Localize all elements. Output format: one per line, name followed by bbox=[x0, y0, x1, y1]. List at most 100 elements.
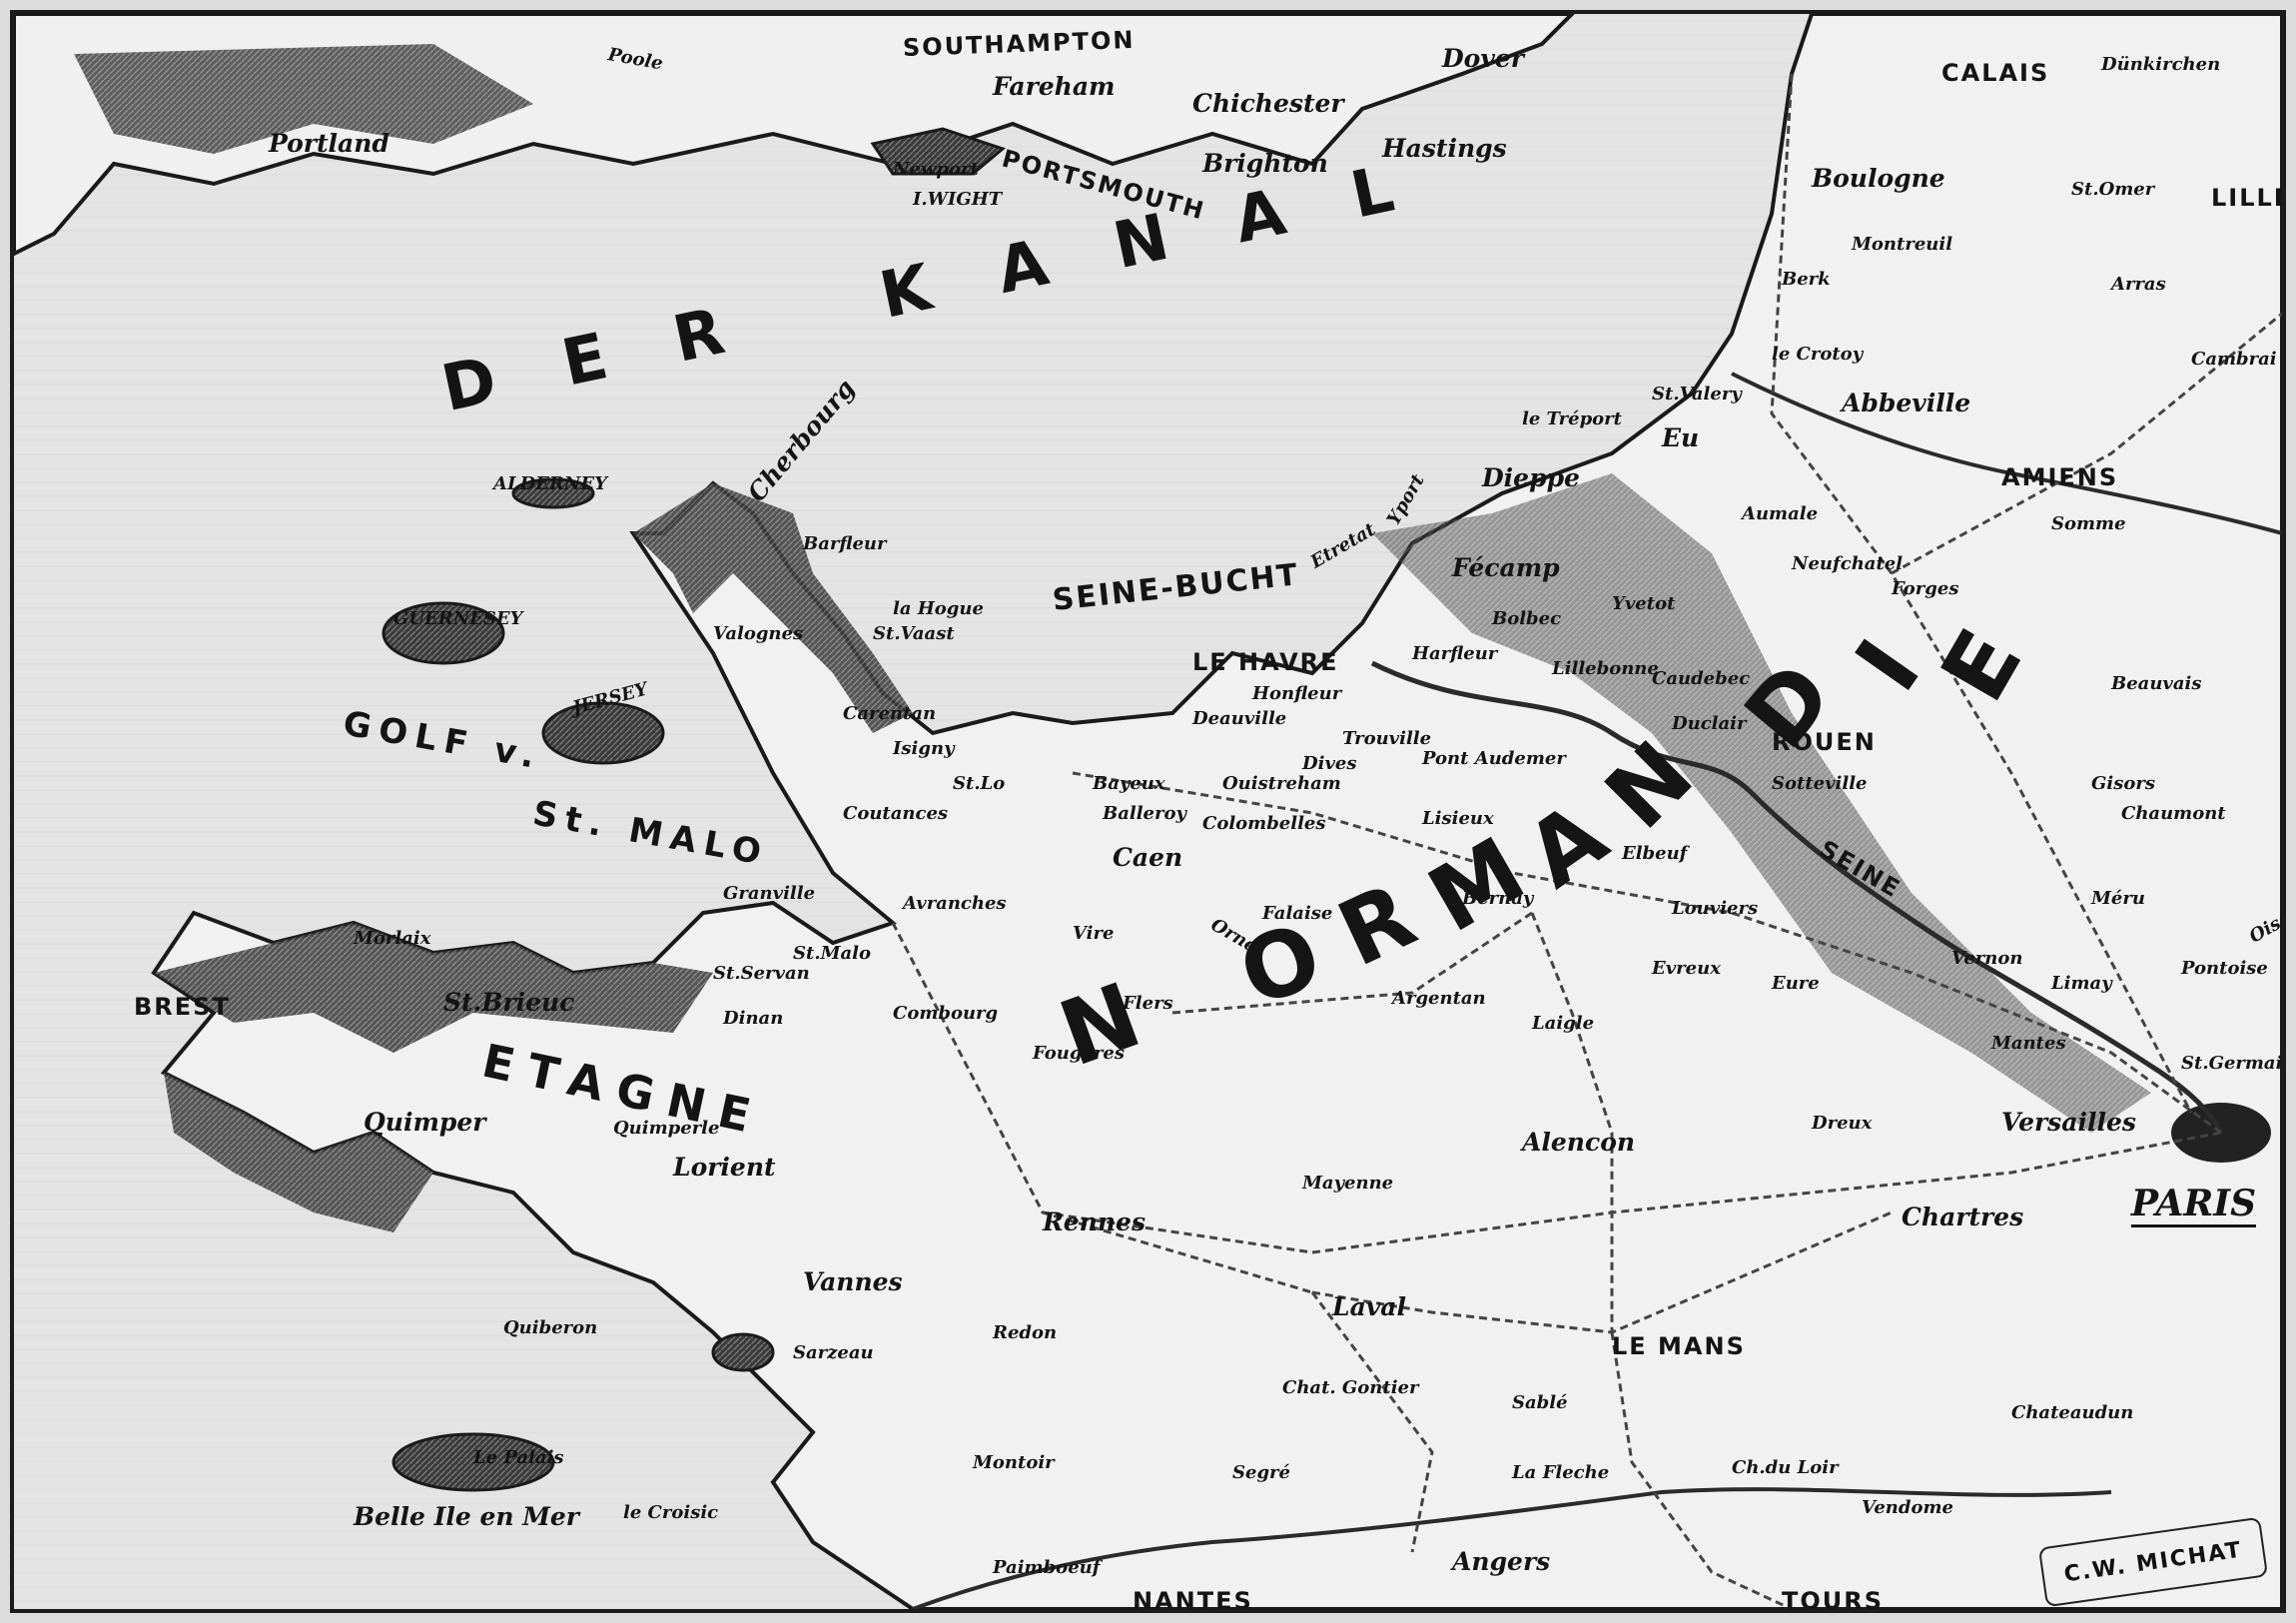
place-label-dinan: Dinan bbox=[723, 1008, 784, 1029]
island-jersey bbox=[541, 701, 665, 765]
place-label-rennes: Rennes bbox=[1043, 1208, 1147, 1236]
place-label-berk: Berk bbox=[1782, 269, 1831, 290]
place-label-morlaix: Morlaix bbox=[354, 928, 431, 949]
place-label-iwight: I.WIGHT bbox=[913, 189, 1003, 210]
place-label-fecamp: Fécamp bbox=[1452, 553, 1560, 582]
place-label-lemans: LE MANS bbox=[1612, 1332, 1746, 1360]
place-label-meru: Méru bbox=[2091, 888, 2145, 909]
place-label-laval: Laval bbox=[1332, 1292, 1406, 1321]
railways bbox=[891, 73, 2282, 1609]
map-drawing bbox=[14, 14, 2282, 1609]
place-label-lehavre: LE HAVRE bbox=[1192, 648, 1339, 676]
place-label-alencon: Alencon bbox=[1522, 1128, 1636, 1157]
place-label-lorient: Lorient bbox=[673, 1153, 776, 1182]
place-label-chichester: Chichester bbox=[1192, 89, 1344, 118]
place-label-mayenne: Mayenne bbox=[1302, 1173, 1394, 1194]
place-label-vendome: Vendome bbox=[1862, 1497, 1953, 1518]
place-label-dreux: Dreux bbox=[1812, 1113, 1873, 1134]
place-label-isigny: Isigny bbox=[893, 738, 955, 759]
place-label-abbeville: Abbeville bbox=[1842, 389, 1971, 417]
place-label-vannes: Vannes bbox=[803, 1267, 903, 1296]
normandy-coast-shade bbox=[633, 483, 913, 733]
place-label-ouistreham: Ouistreham bbox=[1222, 773, 1341, 794]
place-label-brighton: Brighton bbox=[1202, 149, 1328, 178]
place-label-chaumont: Chaumont bbox=[2121, 803, 2226, 824]
place-label-tours: TOURS bbox=[1782, 1587, 1885, 1613]
place-label-chartres: Chartres bbox=[1902, 1203, 2024, 1231]
place-label-arras: Arras bbox=[2111, 274, 2166, 295]
place-label-lisieux: Lisieux bbox=[1422, 808, 1494, 829]
place-label-bernay: Bernay bbox=[1462, 888, 1534, 909]
map-canvas: DER KANAL SEINE-BUCHT GOLF v. St. MALO E… bbox=[10, 10, 2286, 1613]
place-label-elbeuf: Elbeuf bbox=[1622, 843, 1688, 864]
place-label-limay: Limay bbox=[2051, 973, 2112, 994]
place-label-belleile: Belle Ile en Mer bbox=[354, 1502, 579, 1531]
island-quiberon bbox=[711, 1332, 775, 1372]
england-shade bbox=[74, 44, 533, 154]
place-label-angers: Angers bbox=[1452, 1547, 1551, 1576]
island-guernesey bbox=[382, 601, 505, 665]
place-label-flers: Flers bbox=[1123, 993, 1173, 1014]
place-label-avranches: Avranches bbox=[903, 893, 1007, 914]
place-label-dover: Dover bbox=[1442, 44, 1524, 73]
place-label-chateaudun: Chateaudun bbox=[2011, 1402, 2134, 1423]
river-seine bbox=[1370, 660, 2224, 1135]
place-label-lillebonne: Lillebonne bbox=[1552, 658, 1659, 679]
place-label-chateaugontier: Chat. Gontier bbox=[1282, 1377, 1419, 1398]
place-label-combourg: Combourg bbox=[893, 1003, 999, 1024]
signature-text: C.W. MICHAT bbox=[2062, 1537, 2244, 1587]
place-label-coutances: Coutances bbox=[843, 803, 949, 824]
place-label-bayeux: Bayeux bbox=[1093, 773, 1165, 794]
place-label-stomer: St.Omer bbox=[2071, 179, 2155, 200]
place-label-segre: Segré bbox=[1232, 1462, 1290, 1483]
place-label-duclair: Duclair bbox=[1672, 713, 1747, 734]
place-label-chduloir: Ch.du Loir bbox=[1732, 1457, 1839, 1478]
place-label-rouen: ROUEN bbox=[1772, 728, 1877, 756]
place-label-fareham: Fareham bbox=[993, 72, 1116, 101]
place-label-quimper: Quimper bbox=[364, 1108, 486, 1137]
place-label-honfleur: Honfleur bbox=[1252, 683, 1342, 704]
place-label-sable: Sablé bbox=[1512, 1392, 1568, 1413]
place-label-aumale: Aumale bbox=[1742, 503, 1819, 524]
isle-of-wight bbox=[870, 127, 1007, 176]
place-label-stservan: St.Servan bbox=[713, 963, 810, 984]
place-label-montreuil: Montreuil bbox=[1852, 234, 1953, 255]
place-label-sarzeau: Sarzeau bbox=[793, 1342, 874, 1363]
place-label-boulogne: Boulogne bbox=[1812, 164, 1945, 193]
place-label-paimboeuf: Paimboeuf bbox=[993, 1557, 1101, 1578]
place-label-gisors: Gisors bbox=[2091, 773, 2155, 794]
place-label-montoir: Montoir bbox=[973, 1452, 1055, 1473]
place-label-stlo: St.Lo bbox=[953, 773, 1006, 794]
place-label-brest: BREST bbox=[134, 993, 231, 1021]
place-label-stbrieuc: St.Brieuc bbox=[443, 988, 575, 1017]
place-label-eure: Eure bbox=[1772, 973, 1820, 994]
place-label-bolbec: Bolbec bbox=[1492, 608, 1562, 629]
place-label-falaise: Falaise bbox=[1262, 903, 1333, 924]
place-label-caudebec: Caudebec bbox=[1652, 668, 1751, 689]
place-label-lecroisic: le Croisic bbox=[623, 1502, 719, 1523]
place-label-cambrai: Cambrai bbox=[2191, 349, 2277, 370]
place-label-beauvais: Beauvais bbox=[2111, 673, 2202, 694]
place-label-trouville: Trouville bbox=[1342, 728, 1432, 749]
place-label-eu: Eu bbox=[1662, 423, 1700, 452]
place-label-stvaast: St.Vaast bbox=[873, 623, 955, 644]
place-label-amiens: AMIENS bbox=[2001, 463, 2119, 491]
place-label-lepalais: Le Palais bbox=[473, 1447, 564, 1468]
river-loire bbox=[912, 1487, 2112, 1609]
place-label-lahogue: la Hogue bbox=[893, 598, 984, 619]
place-label-portland: Portland bbox=[269, 129, 389, 158]
island-alderney bbox=[511, 477, 595, 509]
place-label-forges: Forges bbox=[1892, 578, 1959, 599]
place-label-caen: Caen bbox=[1113, 843, 1183, 872]
place-label-louviers: Louviers bbox=[1672, 898, 1759, 919]
place-label-vernon: Vernon bbox=[1951, 948, 2023, 969]
place-label-lille: LILLE bbox=[2211, 184, 2286, 212]
place-label-quiberon: Quiberon bbox=[503, 1317, 598, 1338]
place-label-evreux: Evreux bbox=[1652, 958, 1721, 979]
place-label-hastings: Hastings bbox=[1382, 134, 1507, 163]
place-label-laigle: Laigle bbox=[1532, 1013, 1595, 1034]
place-label-stgermain: St.Germain bbox=[2181, 1053, 2286, 1074]
place-label-alderney: ALDERNEY bbox=[493, 473, 607, 494]
place-label-versailles: Versailles bbox=[2001, 1108, 2136, 1137]
place-label-neufchatel: Neufchatel bbox=[1792, 553, 1904, 574]
